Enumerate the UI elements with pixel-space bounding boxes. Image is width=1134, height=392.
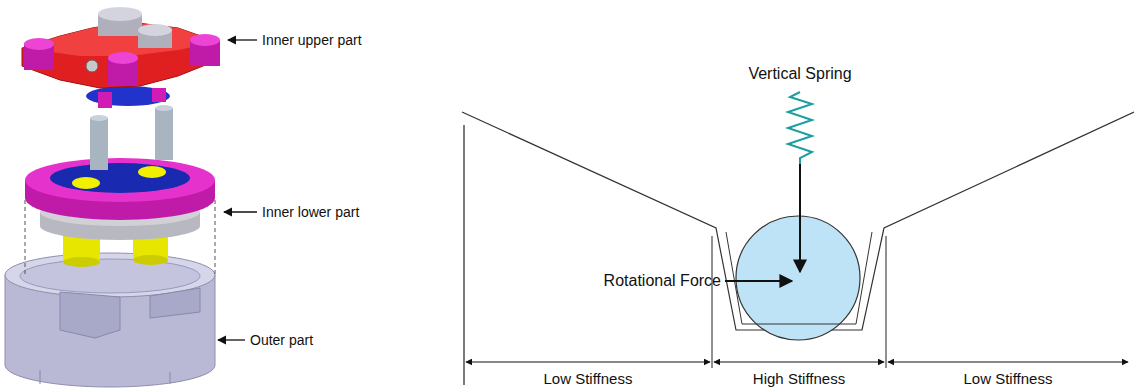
dimension-arrow (888, 362, 1128, 363)
dimension-arrow (466, 362, 710, 363)
outer-cutout (150, 288, 200, 318)
inner-upper-part-drawing (22, 7, 220, 108)
spring-label: Vertical Spring (748, 65, 851, 83)
leader-arrow (224, 211, 257, 212)
yellow-spot (72, 177, 100, 189)
leader-arrow (228, 39, 257, 40)
part-label: Inner lower part (262, 204, 359, 220)
leader-arrow (218, 339, 245, 340)
magenta-cylinder-top (108, 52, 138, 64)
magenta-boss (98, 92, 112, 108)
yellow-post-end (63, 257, 100, 267)
gray-cylinder-top (98, 7, 142, 21)
outer-slot (170, 372, 171, 384)
spring-symbol (788, 92, 812, 164)
guide-pins (90, 105, 173, 170)
magenta-disk-top (25, 158, 215, 202)
yellow-spot (138, 166, 166, 178)
gray-cylinder-top (138, 24, 172, 36)
zone-label: Low Stiffness (544, 370, 633, 387)
force-label: Rotational Force (604, 272, 721, 290)
dimension-arrow (714, 362, 884, 363)
pin (90, 118, 108, 170)
part-label: Inner upper part (262, 32, 362, 48)
leader-arrows (218, 40, 257, 340)
groove-model (462, 92, 1134, 385)
guide-line (25, 200, 26, 275)
boundary-line (463, 125, 464, 385)
zone-label: Low Stiffness (964, 370, 1053, 387)
force-arrow (799, 164, 801, 272)
outer-part-drawing (5, 253, 215, 387)
bolt (86, 60, 98, 72)
magenta-cylinder-top (24, 38, 54, 50)
zone-separator (886, 236, 887, 368)
magenta-boss (152, 88, 166, 102)
outer-cutout (60, 292, 120, 338)
pin-top (155, 105, 173, 111)
part-label: Outer part (250, 332, 313, 348)
magenta-cylinder-top (190, 34, 220, 46)
force-arrow (725, 280, 792, 282)
zone-label: High Stiffness (753, 370, 845, 387)
zone-separator (712, 236, 713, 368)
blue-plate (50, 163, 190, 193)
outer-cylinder-bore (20, 259, 200, 293)
outer-slot (40, 370, 41, 384)
pin (155, 108, 173, 160)
guide-line (215, 200, 216, 275)
inner-lower-part-drawing (25, 158, 215, 267)
yellow-post-end (133, 255, 168, 265)
ball (736, 216, 860, 340)
pin-top (90, 115, 108, 121)
